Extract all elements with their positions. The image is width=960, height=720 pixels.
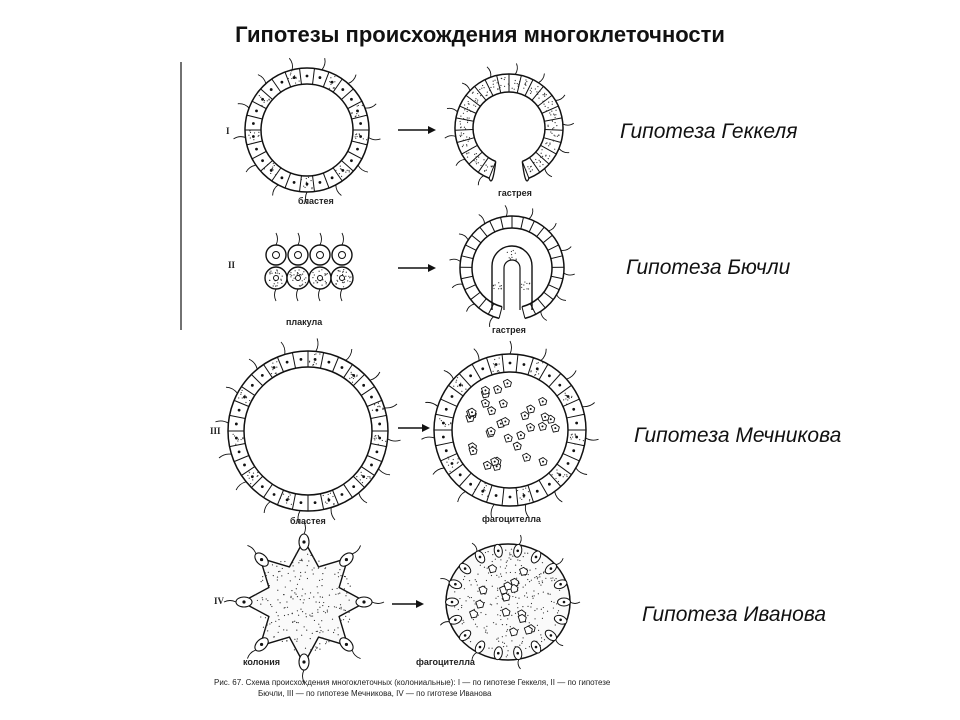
label-phagocytella-1: фагоцителла	[482, 514, 542, 524]
page-title: Гипотезы происхождения многоклеточности	[235, 22, 725, 47]
placula-two-layer	[264, 232, 354, 302]
label-gastrea-1: гастрея	[498, 188, 532, 198]
arrow-3	[398, 424, 430, 432]
label-blastea-1: бластея	[298, 196, 334, 206]
numeral-4: IV	[214, 596, 225, 606]
hypothesis-ivanov: Гипотеза Иванова	[642, 603, 827, 626]
arrow-4	[392, 600, 424, 608]
label-blastea-3: бластея	[290, 516, 326, 526]
figure-caption: Рис. 67. Схема происхождения многоклеточ…	[214, 678, 611, 698]
label-colony: колония	[243, 657, 280, 667]
row-butschli: II плакула гастрея	[228, 205, 575, 335]
numeral-2: II	[228, 260, 236, 270]
label-gastrea-2: гастрея	[492, 325, 526, 335]
arrow-1	[398, 126, 436, 134]
label-placula: плакула	[286, 317, 323, 327]
gastrea-invaginated	[444, 63, 575, 186]
row-mechnikov: III бластея фагоцителла	[210, 338, 599, 526]
blastea-sphere	[233, 57, 381, 205]
colony-star	[223, 521, 385, 683]
hypothesis-butschli: Гипотеза Бючли	[626, 256, 791, 279]
blastea-large-sphere	[215, 338, 401, 524]
hypothesis-haeckel: Гипотеза Геккеля	[620, 120, 798, 143]
row-haeckel: I бластея гастрея	[226, 57, 575, 206]
gastrea-folded	[449, 205, 575, 327]
arrow-2	[398, 264, 436, 272]
numeral-3: III	[210, 426, 221, 436]
caption-line-1: Рис. 67. Схема происхождения многоклеточ…	[214, 678, 611, 687]
label-phagocytella-2: фагоцителла	[416, 657, 476, 667]
caption-line-2: Бючли, III — по гипотезе Мечникова, IV —…	[258, 689, 492, 698]
row-ivanov: IV колония фагоцителла	[214, 521, 581, 683]
phagocytella-oval	[439, 534, 581, 670]
numeral-1: I	[226, 126, 230, 136]
hypothesis-mechnikov: Гипотеза Мечникова	[634, 424, 842, 447]
phagocytella-sphere	[421, 340, 599, 518]
